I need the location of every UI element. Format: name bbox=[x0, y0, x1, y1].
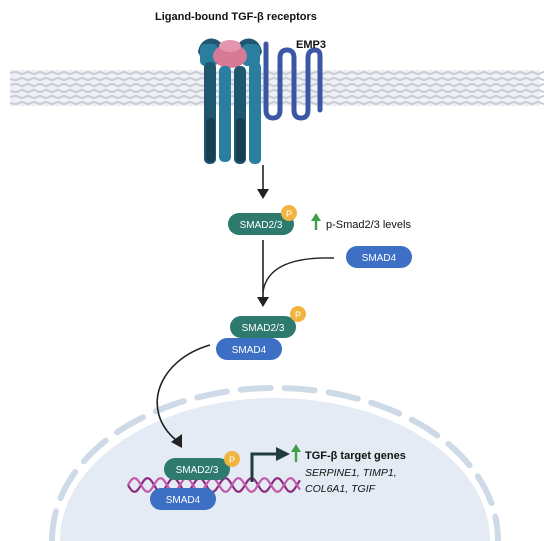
phospho-label: P bbox=[286, 209, 292, 219]
smad-complex-nucleus: SMAD4 SMAD2/3 P bbox=[150, 451, 240, 510]
membrane-line bbox=[9, 82, 545, 88]
smad23-pill bbox=[228, 213, 294, 235]
up-arrow-icon bbox=[291, 444, 301, 462]
transcription-start-arrow bbox=[250, 447, 290, 482]
smad4-pill bbox=[346, 246, 412, 268]
smad23-phospho-cytoplasm: SMAD2/3 P bbox=[228, 205, 297, 235]
nucleus bbox=[49, 384, 501, 541]
membrane-line bbox=[9, 94, 545, 100]
smad23-pill bbox=[230, 316, 296, 338]
smad23-pill bbox=[164, 458, 230, 480]
phospho-label: P bbox=[295, 310, 301, 320]
smad4-free: SMAD4 bbox=[346, 246, 412, 268]
receptor-arm-left bbox=[200, 44, 218, 66]
phospho-badge bbox=[290, 306, 306, 322]
smad23-label: SMAD2/3 bbox=[240, 220, 283, 231]
tgf-beta-ligand bbox=[213, 44, 247, 68]
target-genes-line1: SERPINE1, TIMP1, bbox=[305, 467, 397, 479]
receptor-kinase-2 bbox=[236, 118, 245, 162]
target-genes-line2: COL6A1, TGIF bbox=[305, 483, 376, 495]
nucleus-body bbox=[60, 398, 490, 541]
receptor-stalk-2 bbox=[219, 66, 231, 162]
receptor-kinase-1 bbox=[206, 118, 215, 162]
membrane-lipid-lines bbox=[9, 70, 545, 106]
receptors-label: Ligand-bound TGF-β receptors bbox=[155, 11, 317, 23]
receptor-arm-right bbox=[242, 44, 260, 66]
arrow-complex-formation bbox=[257, 240, 335, 307]
membrane-line bbox=[9, 100, 545, 106]
nuclear-envelope bbox=[49, 384, 501, 541]
smad23-label: SMAD2/3 bbox=[242, 323, 285, 334]
target-genes-title: TGF-β target genes bbox=[305, 450, 406, 462]
arrow-nuclear-translocation bbox=[156, 344, 211, 448]
arrow-receptor-to-smad bbox=[257, 165, 269, 199]
tgf-beta-ligand-top bbox=[219, 40, 241, 52]
receptor-stalk-4 bbox=[249, 62, 261, 164]
cell-membrane bbox=[9, 70, 545, 106]
smad4-pill bbox=[216, 338, 282, 360]
smad23-label: SMAD2/3 bbox=[176, 465, 219, 476]
membrane-line bbox=[9, 70, 545, 76]
tgf-beta-receptor-complex bbox=[198, 38, 262, 164]
phospho-label: P bbox=[229, 455, 235, 465]
phospho-badge bbox=[281, 205, 297, 221]
psmad-levels-label: p-Smad2/3 levels bbox=[326, 219, 411, 231]
smad4-label: SMAD4 bbox=[362, 253, 397, 264]
membrane-line bbox=[9, 76, 545, 82]
smad4-label: SMAD4 bbox=[232, 345, 267, 356]
membrane-line bbox=[9, 88, 545, 94]
emp3-protein bbox=[263, 41, 323, 121]
emp3-label: EMP3 bbox=[296, 39, 326, 51]
smad4-label: SMAD4 bbox=[166, 495, 201, 506]
up-arrow-icon bbox=[311, 213, 321, 230]
smad-complex-cytoplasm: SMAD4 SMAD2/3 P bbox=[216, 306, 306, 360]
smad4-pill bbox=[150, 488, 216, 510]
phospho-badge bbox=[224, 451, 240, 467]
